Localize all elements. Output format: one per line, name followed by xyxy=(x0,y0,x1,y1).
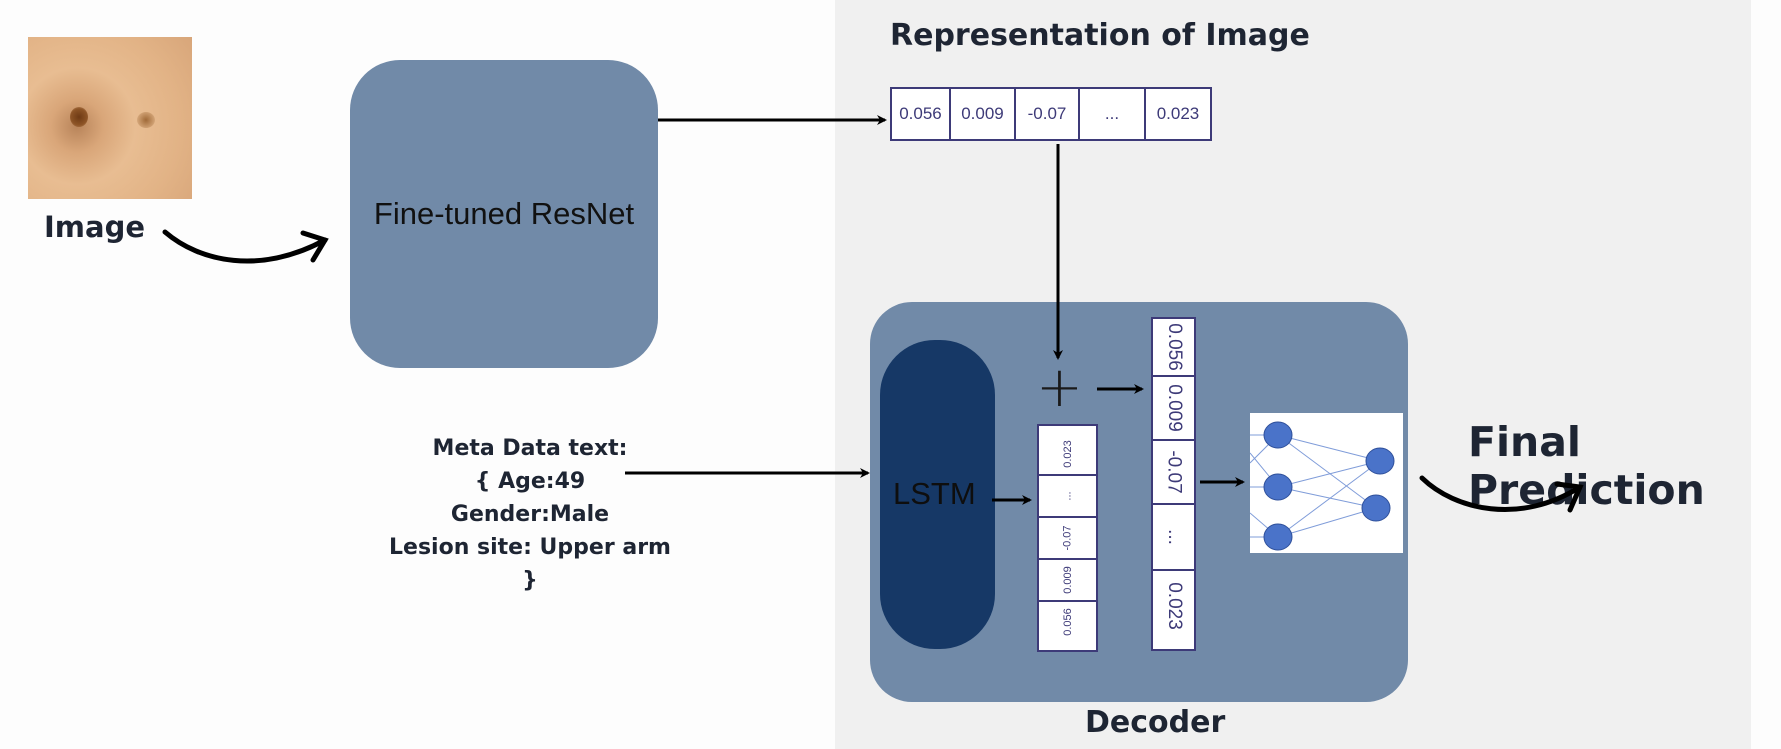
decoder-label: Decoder xyxy=(1085,705,1226,740)
combined-feature-vector: 0.056 0.009 -0.07 ... 0.023 xyxy=(1151,317,1196,651)
metadata-text: Meta Data text: { Age:49 Gender:Male Les… xyxy=(380,432,680,597)
vector-cell: -0.07 xyxy=(1016,89,1080,139)
metadata-line: Meta Data text: xyxy=(432,436,628,461)
neural-network-diagram xyxy=(1249,421,1395,551)
lstm-label: LSTM xyxy=(893,476,976,511)
metadata-line: Lesion site: Upper arm xyxy=(389,535,671,560)
nn-input-node xyxy=(1263,473,1293,501)
vector-cell: 0.056 xyxy=(1153,319,1194,377)
lstm-block xyxy=(880,340,995,649)
nn-output-node xyxy=(1365,447,1395,475)
resnet-block: Fine-tuned ResNet xyxy=(350,60,658,368)
lesion-spot xyxy=(137,112,155,128)
vector-cell: -0.07 xyxy=(1153,441,1194,505)
vector-cell: 0.023 xyxy=(1039,434,1096,476)
vector-cell: 0.009 xyxy=(1039,560,1096,602)
metadata-line: Gender:Male xyxy=(450,502,610,527)
nn-input-node xyxy=(1263,523,1293,551)
neural-network-box xyxy=(1249,413,1403,553)
nn-output-node xyxy=(1361,494,1391,522)
vector-cell: ... xyxy=(1080,89,1146,139)
concat-plus-symbol: + xyxy=(1036,355,1083,420)
vector-cell: 0.009 xyxy=(1153,377,1194,441)
lstm-output-vector: 0.023 ... -0.07 0.009 0.056 xyxy=(1037,424,1098,652)
image-label: Image xyxy=(44,210,146,244)
vector-cell: ... xyxy=(1039,476,1096,518)
vector-cell: ... xyxy=(1153,505,1194,571)
lesion-spot xyxy=(70,107,88,127)
vector-cell: 0.023 xyxy=(1156,104,1200,123)
representation-title: Representation of Image xyxy=(890,18,1310,53)
metadata-line: { Age:49 xyxy=(474,469,586,494)
prediction-curved-arrow xyxy=(1419,475,1583,512)
vector-cell: 0.056 xyxy=(892,89,951,139)
metadata-line: } xyxy=(522,568,538,593)
vector-cell: -0.07 xyxy=(1039,518,1096,560)
nn-input-node xyxy=(1263,421,1293,449)
image-representation-vector: 0.056 0.009 -0.07 ... 0.023 xyxy=(890,87,1212,141)
resnet-label: Fine-tuned ResNet xyxy=(373,196,635,231)
skin-lesion-image xyxy=(28,37,192,199)
final-prediction-label: Final Prediction xyxy=(1468,418,1705,514)
vector-cell: 0.009 xyxy=(951,89,1016,139)
image-to-resnet-curved-arrow xyxy=(162,229,328,264)
